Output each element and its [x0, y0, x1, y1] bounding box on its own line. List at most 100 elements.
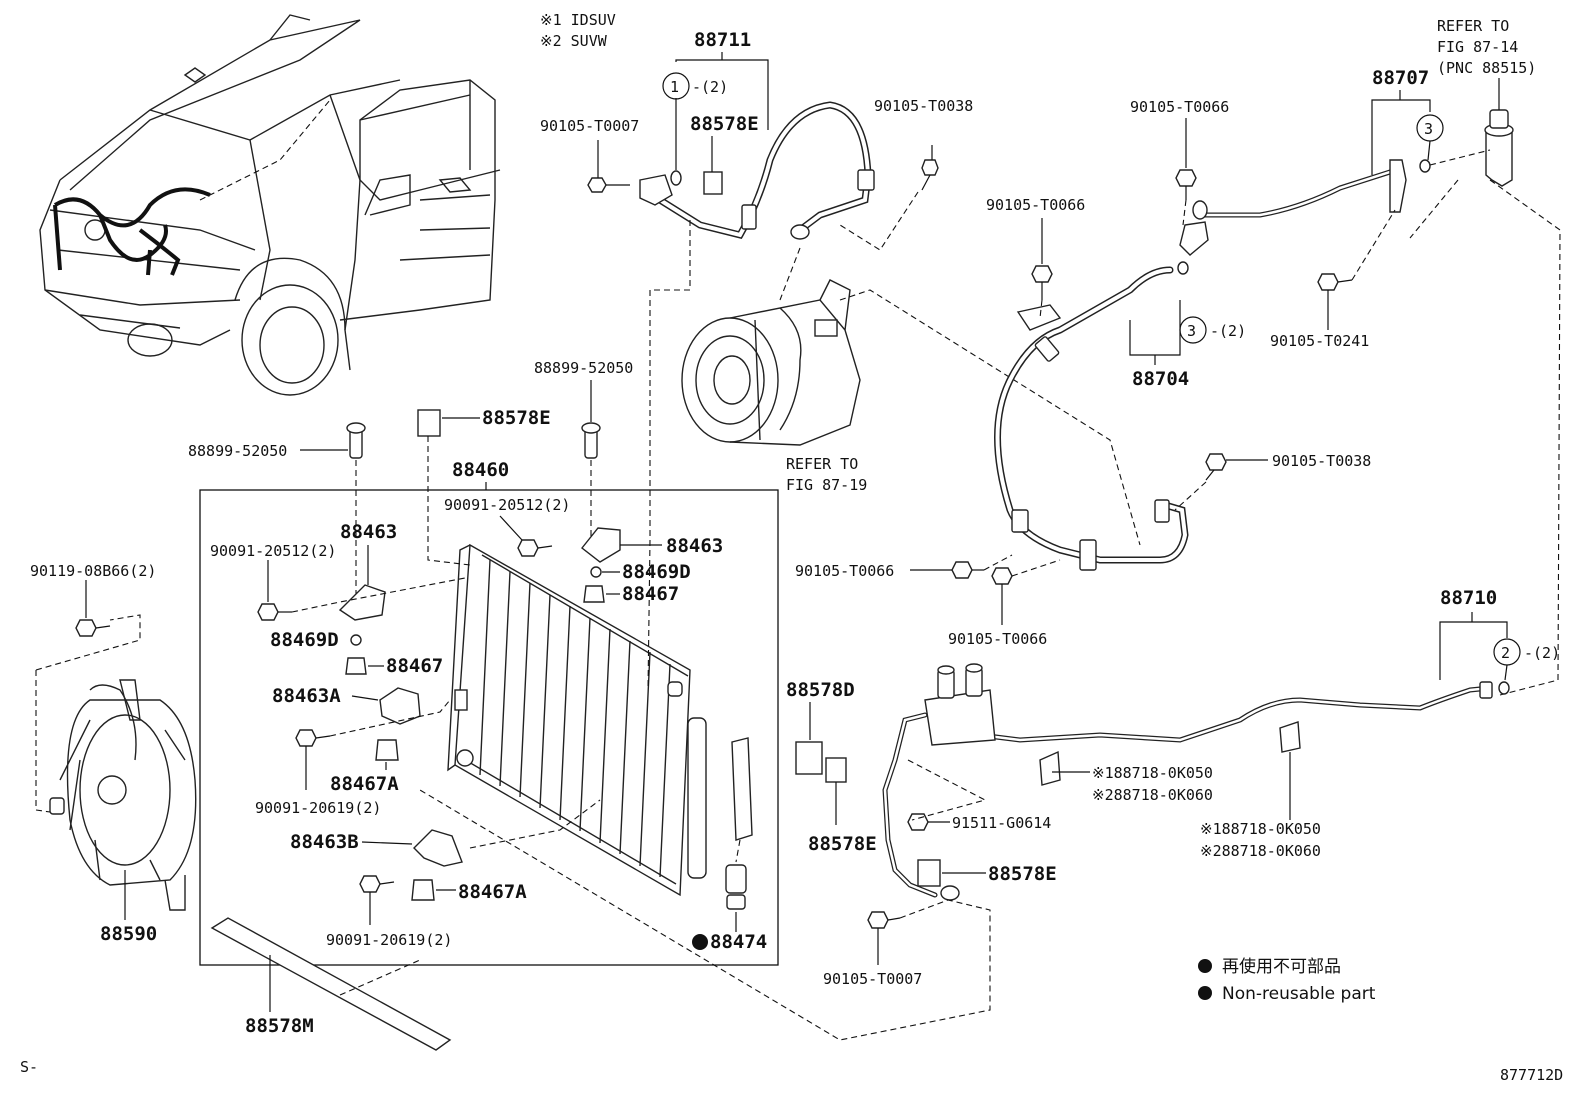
bolt-90091-20512-left [257, 560, 292, 621]
callout-3b-qty: -(2) [1210, 322, 1246, 340]
label-88460: 88460 [452, 459, 509, 481]
label-90091-20619-lower: 90091-20619(2) [326, 931, 452, 949]
bolt-90091-20619-lower [359, 875, 395, 925]
label-88467-left: 88467 [386, 655, 443, 677]
label-88718-0K060-b: ※288718-0K060 [1200, 842, 1321, 860]
compressor [681, 279, 861, 446]
footer-diagram-number: 877712D [1500, 1066, 1563, 1084]
bracket-88463-left [338, 584, 386, 621]
legend-dot-en [1198, 986, 1212, 1000]
bracket-88463-right [581, 527, 621, 563]
variant-2-note: ※2 SUVW [540, 32, 608, 50]
seal-88578M [210, 917, 452, 1051]
label-88469D-right: 88469D [622, 561, 691, 583]
legend-dot-jp [1198, 959, 1212, 973]
condenser-core [447, 543, 707, 897]
o-ring-3a [1177, 261, 1189, 275]
label-88578E-lower-right: 88578E [988, 863, 1057, 885]
bolt-90105-T0007-lower [867, 911, 901, 965]
callout-2-qty: -(2) [1524, 644, 1560, 662]
ref-valve-2: FIG 87-14 [1437, 38, 1518, 56]
label-88578D: 88578D [786, 679, 855, 701]
clip-88578E-upper [417, 409, 441, 437]
variant-1-note: ※1 IDSUV [540, 11, 616, 29]
label-90105-T0007-top: 90105-T0007 [540, 117, 639, 135]
pipe-88710 [882, 663, 1493, 901]
label-88718-0K050-a: ※188718-0K050 [1092, 764, 1213, 782]
clip-88578E-top [703, 171, 723, 195]
ref-compressor-1: REFER TO [786, 455, 858, 473]
label-88718-0K060-a: ※288718-0K060 [1092, 786, 1213, 804]
ref-valve-1: REFER TO [1437, 17, 1509, 35]
label-88463-left: 88463 [340, 521, 397, 543]
label-90105-T0066-mid: 90105-T0066 [986, 196, 1085, 214]
label-88463A: 88463A [272, 685, 341, 707]
label-88578E-top: 88578E [690, 113, 759, 135]
label-90105-T0066-upper: 90105-T0066 [1130, 98, 1229, 116]
o-ring-2 [1498, 681, 1510, 695]
label-88899-52050-left: 88899-52050 [188, 442, 287, 460]
label-88704: 88704 [1132, 368, 1189, 390]
label-90105-T0066-lower-a: 90105-T0066 [795, 562, 894, 580]
bolt-90105-T0038-right [1205, 453, 1268, 481]
bracket-88463A [379, 687, 421, 725]
hose-88711 [639, 101, 875, 240]
clip-88578E-middle [825, 757, 847, 783]
fan-88590 [49, 679, 197, 911]
bolt-91511-G0614 [907, 813, 950, 831]
label-88463-right: 88463 [666, 535, 723, 557]
label-88710: 88710 [1440, 587, 1497, 609]
vehicle-illustration [39, 14, 501, 396]
cushion-88467A-upper [375, 739, 399, 761]
label-88711: 88711 [694, 29, 751, 51]
label-88899-52050-right: 88899-52050 [534, 359, 633, 377]
callout-1-qty: -(2) [692, 78, 728, 96]
legend-jp-text: 再使用不可部品 [1222, 956, 1341, 977]
label-90105-T0038-right: 90105-T0038 [1272, 452, 1371, 470]
callout-circle-1 [662, 72, 690, 100]
bolt-90105-T0066-mid [1031, 218, 1053, 300]
label-90091-20512-right: 90091-20512(2) [444, 496, 570, 514]
bolt-88899-52050-left [300, 422, 366, 459]
cushion-88467-right [583, 585, 605, 603]
label-88467A-upper: 88467A [330, 773, 399, 795]
bolt-90091-20512-right [499, 515, 553, 557]
legend: 再使用不可部品 Non-reusable part [1198, 956, 1376, 1004]
bolt-90105-T0241 [1317, 273, 1353, 330]
hose-88704 [994, 266, 1189, 571]
callout-3a-text: 3 [1424, 120, 1433, 138]
label-90105-T0038-top: 90105-T0038 [874, 97, 973, 115]
label-88590: 88590 [100, 923, 157, 945]
legend-en-text: Non-reusable part [1222, 984, 1376, 1004]
label-88467-right: 88467 [622, 583, 679, 605]
grommet-88469D-left [350, 634, 362, 646]
bolt-90105-T0066-lower-a [910, 561, 984, 579]
bolt-90105-T0066-upper [1175, 118, 1197, 200]
bolt-90105-T0038-top [921, 145, 939, 191]
callout-circle-3b [1179, 316, 1207, 344]
label-88718-0K050-b: ※188718-0K050 [1200, 820, 1321, 838]
pipe-88707 [1179, 159, 1407, 256]
callout-3b-text: 3 [1187, 322, 1196, 340]
bolt-90105-T0007-top [587, 177, 630, 193]
label-88578M: 88578M [245, 1015, 314, 1037]
label-90105-T0066-lower-b: 90105-T0066 [948, 630, 1047, 648]
label-90119-08B66: 90119-08B66(2) [30, 562, 156, 580]
bolt-90105-T0066-lower-b [991, 567, 1013, 625]
callout-1-text: 1 [670, 78, 679, 96]
label-90105-T0241: 90105-T0241 [1270, 332, 1369, 350]
o-ring-3b [1419, 159, 1431, 173]
label-88707: 88707 [1372, 67, 1429, 89]
label-88578E-upper: 88578E [482, 407, 551, 429]
label-88469D-left: 88469D [270, 629, 339, 651]
label-88474: 88474 [710, 931, 767, 953]
receiver-parts [725, 737, 753, 910]
o-ring-1 [670, 170, 682, 186]
non-reusable-dot-88474 [692, 934, 708, 950]
clip-88578E-lower-right [917, 859, 941, 887]
cushion-88467-left [345, 657, 367, 675]
label-91511-G0614: 91511-G0614 [952, 814, 1051, 832]
label-90105-T0007-lower: 90105-T0007 [823, 970, 922, 988]
